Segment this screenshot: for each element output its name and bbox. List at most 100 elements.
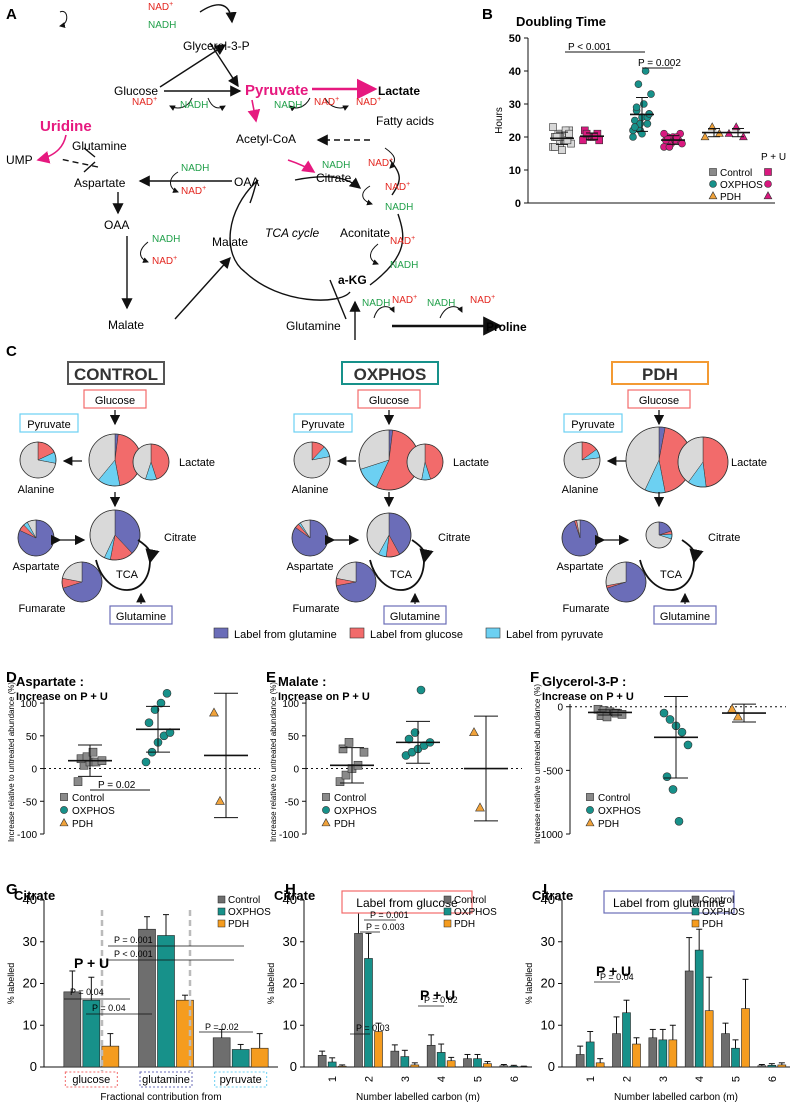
node-aconitate: Aconitate <box>340 226 390 240</box>
increase-legend-marker <box>322 806 330 814</box>
glutamine-box <box>383 605 447 625</box>
glucose-box <box>627 389 691 409</box>
doubling-point <box>647 90 655 98</box>
cofactor-nad: NAD+ <box>148 1 173 13</box>
tracing-title-box <box>611 361 709 385</box>
citrate-legend-swatch <box>217 895 226 904</box>
increase-y-tick-label: 0 <box>293 765 299 776</box>
citrate-bar <box>364 958 373 1068</box>
cofactor-nadh: NADH <box>427 298 455 309</box>
increase-point <box>416 685 426 695</box>
increase-y-tick-label: -50 <box>285 797 300 808</box>
pie-outline <box>677 436 729 488</box>
citrate-bar <box>446 1060 456 1068</box>
increase-y-tick-label: 100 <box>20 699 37 710</box>
tca-arc <box>369 559 425 591</box>
tracing-title-pdh: PDH <box>642 365 678 384</box>
doubling-point <box>565 129 574 138</box>
pie-outline <box>335 561 377 603</box>
pyruvate-box <box>293 413 353 433</box>
tracing-tca-label: TCA <box>116 569 139 581</box>
citrate-bar <box>595 1062 605 1068</box>
increase-pval: P = 0.02 <box>98 780 136 791</box>
increase-subtitle: Increase on P + U <box>278 691 370 703</box>
increase-legend-oxphos: OXPHOS <box>334 806 377 817</box>
increase-legend-marker <box>59 818 69 827</box>
increase-legend-control: Control <box>72 793 104 804</box>
citrate-y-tick-label: 10 <box>283 1017 297 1032</box>
doubling-point <box>549 123 557 131</box>
citrate-category-label: 2 <box>622 1076 634 1082</box>
node-aspartate: Aspartate <box>74 176 126 190</box>
increase-point <box>469 727 479 737</box>
citrate-category-label: glutamine <box>142 1074 190 1086</box>
cofactor-nadh: NADH <box>390 260 418 271</box>
increase-legend-marker <box>586 806 594 814</box>
increase-point <box>662 772 672 782</box>
citrate-x-label: Fractional contribution from <box>100 1092 221 1103</box>
citrate-bar <box>317 1055 327 1068</box>
citrate-bar <box>694 949 704 1068</box>
increase-y-tick-label: -100 <box>17 830 37 841</box>
doubling-legend-pdh: PDH <box>720 192 741 203</box>
increase-panel-0: Aspartate :Increase on P + U100500-50-10… <box>7 674 260 842</box>
citrate-category-label: glucose <box>72 1074 110 1086</box>
increase-title: Malate : <box>278 674 326 689</box>
doubling-y-tick-label: 20 <box>509 132 521 144</box>
citrate-legend-pdh: PDH <box>454 919 475 930</box>
increase-y-tick-label: 100 <box>282 699 299 710</box>
tracing-aspartate-label: Aspartate <box>12 561 59 573</box>
pie-citrate <box>366 512 412 558</box>
node-oaa-top: OAA <box>234 175 259 189</box>
increase-legend-marker <box>586 793 594 801</box>
increase-point <box>88 747 98 757</box>
citrate-legend-swatch <box>443 907 452 916</box>
citrate-bar <box>612 1033 621 1068</box>
tracing-legend-label: Label from glucose <box>370 629 463 641</box>
citrate-y-tick-label: 20 <box>23 976 37 991</box>
citrate-bar <box>658 1039 668 1068</box>
increase-point <box>475 802 485 812</box>
citrate-y-tick-label: 0 <box>30 1059 37 1074</box>
citrate-bar <box>648 1037 658 1068</box>
increase-panels: Aspartate :Increase on P + U100500-50-10… <box>7 674 786 844</box>
citrate-bar <box>436 1052 446 1068</box>
citrate-legend-pdh: PDH <box>228 919 249 930</box>
increase-point <box>141 757 151 767</box>
citrate-pvalue: P = 0.03 <box>356 1023 390 1033</box>
pie-citrate <box>645 521 673 549</box>
citrate-bar <box>741 1008 750 1068</box>
cofactor-nad: NAD+ <box>314 96 339 108</box>
citrate-category-label: 6 <box>767 1076 779 1082</box>
cofactor-nadh: NADH <box>181 163 209 174</box>
increase-legend-marker <box>60 806 68 814</box>
tracing-title-control: CONTROL <box>74 365 158 384</box>
citrate-legend-control: Control <box>228 895 260 906</box>
increase-point <box>144 718 154 728</box>
tracing-fumarate-label: Fumarate <box>562 603 609 615</box>
increase-y-label: Increase relative to untreated abundance… <box>7 682 16 842</box>
increase-y-tick-label: -500 <box>543 766 563 777</box>
node-uridine: Uridine <box>40 118 92 135</box>
citrate-bar <box>757 1065 767 1068</box>
citrate-title: Citrate <box>274 888 315 903</box>
panel-letter-d: D <box>6 669 17 686</box>
tracing-glucose-label: Glucose <box>95 395 135 407</box>
increase-y-tick-label: -1000 <box>537 830 563 841</box>
increase-legend-oxphos: OXPHOS <box>72 806 115 817</box>
node-proline: Proline <box>486 320 527 334</box>
glucose-box <box>83 389 147 409</box>
citrate-y-tick-label: 0 <box>290 1059 297 1074</box>
citrate-legend-control: Control <box>454 895 486 906</box>
doubling-p2: P = 0.002 <box>638 58 681 69</box>
citrate-subtitle-box <box>603 890 735 914</box>
tracing-alanine-label: Alanine <box>18 484 55 496</box>
citrate-legend-control: Control <box>702 895 734 906</box>
increase-legend-control: Control <box>598 793 630 804</box>
citrate-subtitle-box <box>341 890 473 914</box>
citrate-bar <box>212 1037 231 1068</box>
